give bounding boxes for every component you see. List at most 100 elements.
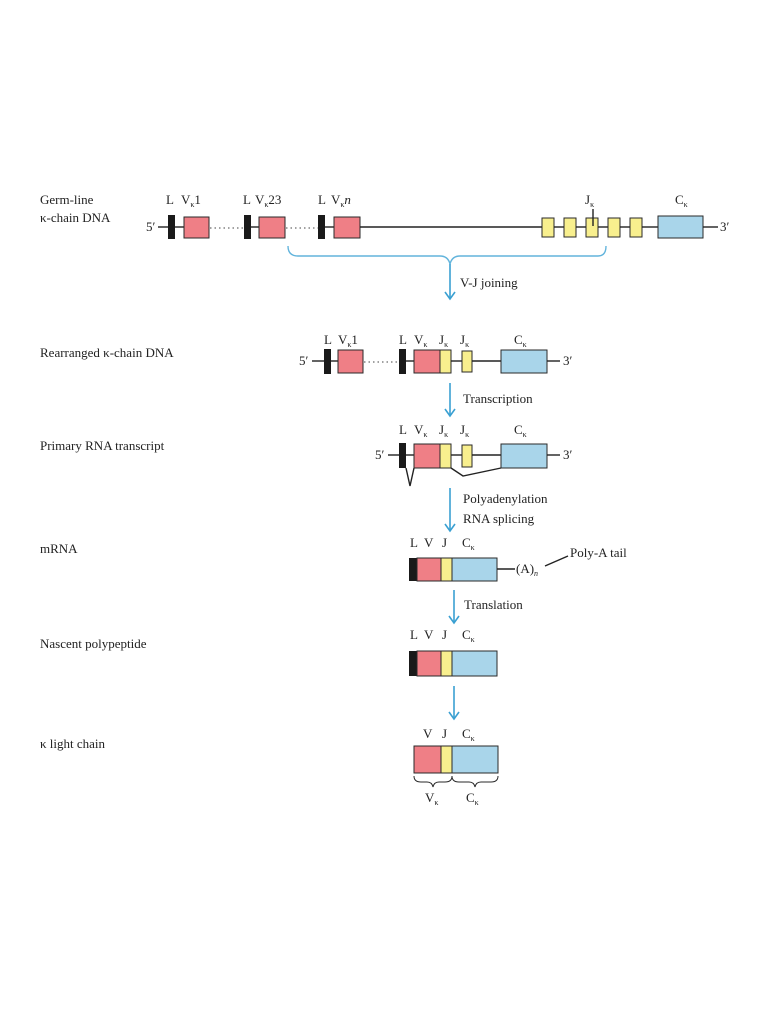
brace-c-domain bbox=[451, 775, 499, 788]
splice-jc-intron bbox=[450, 467, 502, 477]
rearranged-leader-1 bbox=[324, 349, 331, 374]
primary-label-j1: Jκ bbox=[439, 422, 448, 439]
nascent-v-segment bbox=[416, 650, 442, 677]
mrna-c-segment bbox=[451, 557, 498, 582]
germline-j-segment-4 bbox=[607, 217, 621, 238]
primary-label-v: Vκ bbox=[414, 422, 427, 439]
arrow-transcription-head bbox=[444, 408, 456, 418]
germline-label-l1: L bbox=[166, 192, 174, 207]
step-polyadenylation: Polyadenylation bbox=[463, 491, 548, 506]
germline-label-v23: Vκ23 bbox=[255, 192, 281, 209]
mrna-v-segment bbox=[416, 557, 442, 582]
germline-5prime: 5′ bbox=[146, 219, 156, 234]
primary-label-l: L bbox=[399, 422, 407, 437]
primary-c-segment bbox=[500, 443, 548, 469]
arrow-translation-head bbox=[448, 615, 460, 625]
primary-label-j2: Jκ bbox=[460, 422, 469, 439]
mrna-leader bbox=[409, 558, 417, 581]
germline-j-segment-5 bbox=[629, 217, 643, 238]
light-domain-c: Cκ bbox=[466, 790, 479, 807]
arrow-processing-head bbox=[448, 711, 460, 721]
rearranged-label-j1: Jκ bbox=[439, 332, 448, 349]
rearranged-j-segment bbox=[461, 350, 473, 373]
primary-j-segment-joined bbox=[439, 443, 452, 469]
germline-j-segment-3 bbox=[585, 217, 599, 238]
primary-v-segment bbox=[413, 443, 441, 469]
germline-v-segment-1 bbox=[183, 216, 210, 239]
germline-label-j: Jκ bbox=[585, 192, 594, 209]
germline-j-segment-2 bbox=[563, 217, 577, 238]
light-label-c: Cκ bbox=[462, 726, 475, 743]
mrna-poly-a: (A)n bbox=[516, 561, 538, 578]
mrna-j-segment bbox=[440, 557, 453, 582]
rearranged-5prime: 5′ bbox=[299, 353, 309, 368]
stage-primary-label: Primary RNA transcript bbox=[40, 438, 165, 453]
nascent-leader bbox=[409, 651, 417, 676]
step-transcription: Transcription bbox=[463, 391, 533, 406]
mrna-label-j: J bbox=[442, 535, 447, 550]
splice-leader-intron bbox=[405, 467, 415, 487]
step-vj-joining: V-J joining bbox=[460, 275, 518, 290]
primary-5prime: 5′ bbox=[375, 447, 385, 462]
nascent-label-c: Cκ bbox=[462, 627, 475, 644]
rearranged-leader bbox=[399, 349, 406, 374]
stage-nascent-label: Nascent polypeptide bbox=[40, 636, 147, 651]
rearranged-label-l: L bbox=[399, 332, 407, 347]
germline-v-segment-n bbox=[333, 216, 361, 239]
rearranged-v-segment-1 bbox=[337, 349, 364, 374]
rearranged-c-segment bbox=[500, 349, 548, 374]
rearranged-3prime: 3′ bbox=[563, 353, 573, 368]
mrna-label-c: Cκ bbox=[462, 535, 475, 552]
primary-label-c: Cκ bbox=[514, 422, 527, 439]
nascent-label-l: L bbox=[410, 627, 418, 642]
stage-germline-label-2: κ-chain DNA bbox=[40, 210, 111, 225]
light-domain-v: Vκ bbox=[425, 790, 438, 807]
light-label-j: J bbox=[442, 726, 447, 741]
light-v-segment bbox=[413, 745, 442, 774]
rearranged-label-v: Vκ bbox=[414, 332, 427, 349]
germline-v-segment-23 bbox=[258, 216, 286, 239]
light-c-segment bbox=[451, 745, 499, 774]
rearranged-j-segment-joined bbox=[439, 349, 452, 374]
stage-germline-label-1: Germ-line bbox=[40, 192, 94, 207]
step-rna-splicing: RNA splicing bbox=[463, 511, 535, 526]
arrow-splicing-head bbox=[444, 523, 456, 533]
stage-rearranged-label: Rearranged κ-chain DNA bbox=[40, 345, 174, 360]
germline-c-segment bbox=[657, 215, 704, 239]
rearranged-label-j2: Jκ bbox=[460, 332, 469, 349]
light-label-v: V bbox=[423, 726, 433, 741]
stage-light-chain-label: κ light chain bbox=[40, 736, 106, 751]
nascent-j-segment bbox=[440, 650, 453, 677]
mrna-label-v: V bbox=[424, 535, 434, 550]
germline-leader-n bbox=[318, 215, 325, 239]
rearranged-label-l1: L bbox=[324, 332, 332, 347]
germline-leader-23 bbox=[244, 215, 251, 239]
stage-mrna-label: mRNA bbox=[40, 541, 78, 556]
germline-3prime: 3′ bbox=[720, 219, 730, 234]
nascent-label-j: J bbox=[442, 627, 447, 642]
primary-j-segment bbox=[461, 444, 473, 468]
rearranged-label-v1: Vκ1 bbox=[338, 332, 358, 349]
poly-a-pointer bbox=[544, 555, 569, 567]
rearranged-v-segment bbox=[413, 349, 441, 374]
nascent-c-segment bbox=[451, 650, 498, 677]
brace-v-domain bbox=[413, 775, 453, 788]
germline-label-v1: Vκ1 bbox=[181, 192, 201, 209]
vj-joining-brace bbox=[287, 245, 607, 265]
step-translation: Translation bbox=[464, 597, 523, 612]
germline-label-l23: L bbox=[243, 192, 251, 207]
mrna-label-l: L bbox=[410, 535, 418, 550]
germline-label-c: Cκ bbox=[675, 192, 688, 209]
light-j-segment bbox=[440, 745, 453, 774]
arrow-vj-joining-head bbox=[444, 291, 456, 301]
primary-3prime: 3′ bbox=[563, 447, 573, 462]
rearranged-label-c: Cκ bbox=[514, 332, 527, 349]
germline-label-ln: L bbox=[318, 192, 326, 207]
germline-j-segment-1 bbox=[541, 217, 555, 238]
nascent-label-v: V bbox=[424, 627, 434, 642]
germline-label-vn: Vκn bbox=[331, 192, 351, 209]
germline-leader-1 bbox=[168, 215, 175, 239]
poly-a-tail-label: Poly-A tail bbox=[570, 545, 627, 560]
primary-leader bbox=[399, 443, 406, 468]
